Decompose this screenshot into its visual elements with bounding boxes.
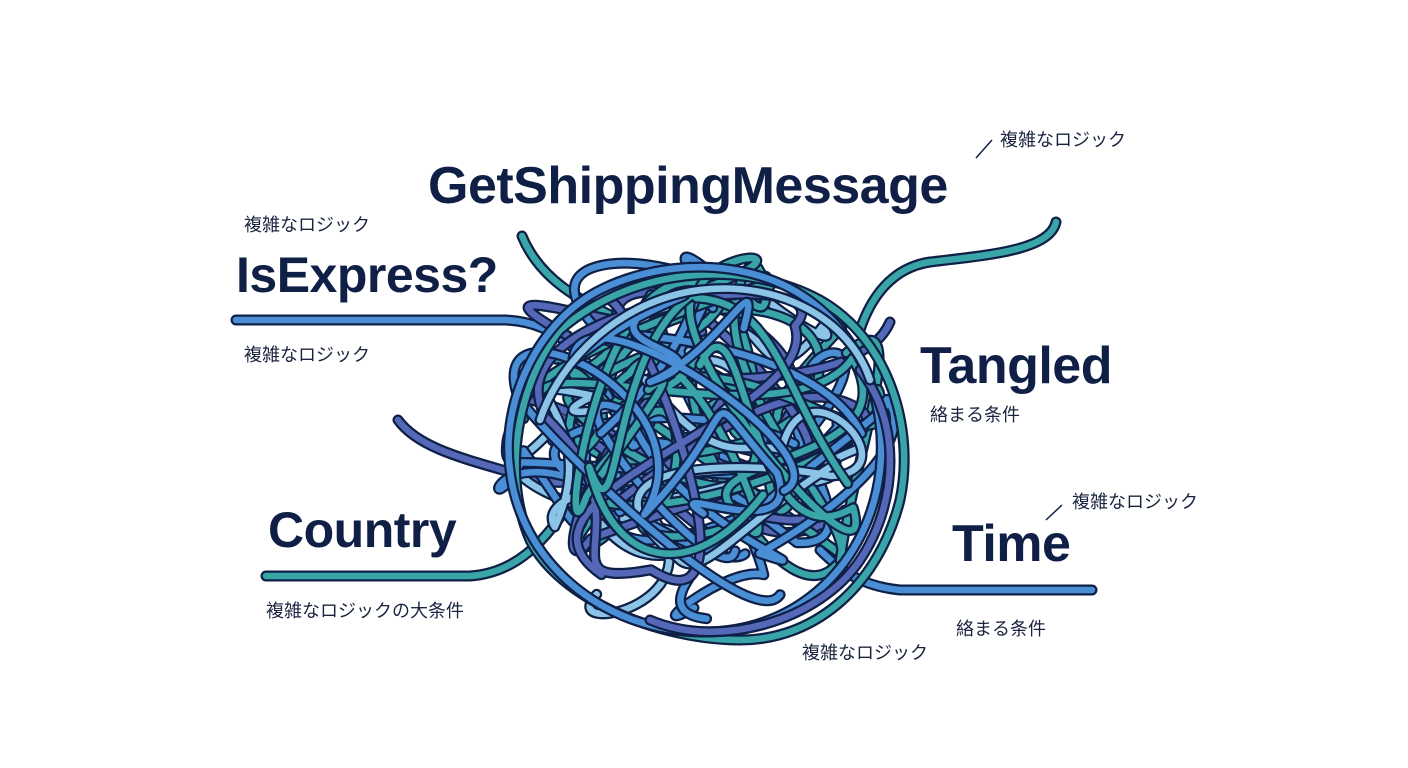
wire-top-right-outline <box>854 216 1062 336</box>
pointer-line-top-right <box>975 139 993 159</box>
wire-outer-3 <box>646 366 894 635</box>
note-bottom-center: 複雑なロジック <box>802 643 928 664</box>
main-title-label: GetShippingMessage <box>428 157 948 215</box>
tangled-label: Tangled <box>920 337 1112 395</box>
wire-outer-2 <box>505 264 885 636</box>
is-express-label: IsExpress? <box>236 247 498 303</box>
note-time-below: 絡まる条件 <box>956 619 1046 640</box>
wire-tangle <box>230 216 1098 646</box>
wire-loop-8 <box>672 349 849 620</box>
note-time-above: 複雑なロジック <box>1072 492 1198 513</box>
note-is-express-above: 複雑なロジック <box>244 215 370 236</box>
note-tangled-below: 絡まる条件 <box>930 405 1020 426</box>
note-top-right: 複雑なロジック <box>1000 130 1126 151</box>
country-label: Country <box>268 502 457 558</box>
pointer-line-time <box>1045 504 1063 521</box>
time-label: Time <box>952 515 1071 573</box>
wire-loop-24 <box>511 349 784 604</box>
note-country-below: 複雑なロジックの大条件 <box>266 601 464 622</box>
wire-top-right <box>856 218 1060 334</box>
note-is-express-below: 複雑なロジック <box>244 345 370 366</box>
wire-outer-4 <box>536 285 874 424</box>
